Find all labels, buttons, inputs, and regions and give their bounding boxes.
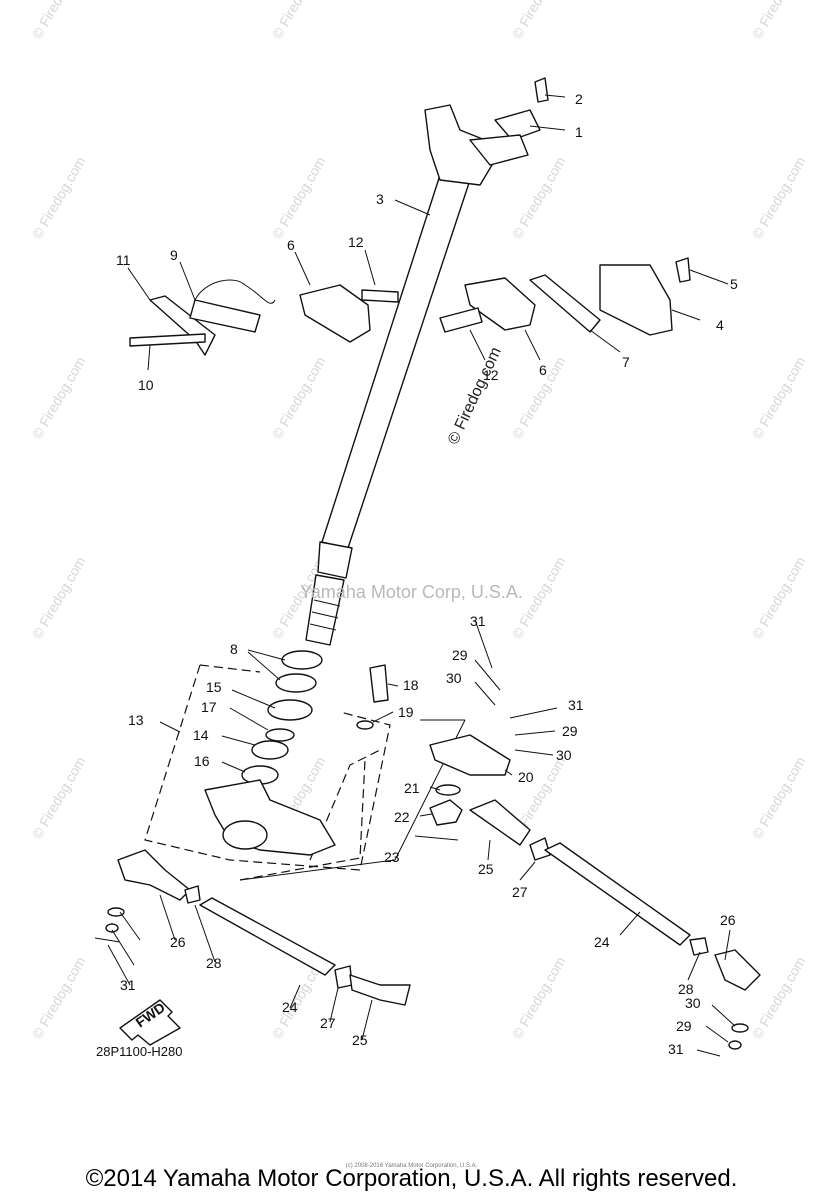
callout-label: 12 xyxy=(483,367,499,383)
callout-label: 13 xyxy=(128,712,144,728)
callout-labels: 1 2 3 4 5 6 6 7 8 9 10 11 12 12 13 14 15… xyxy=(116,91,738,1057)
steering-column xyxy=(305,77,549,646)
callout-label: 24 xyxy=(594,934,610,950)
right-bracket-group xyxy=(439,257,691,336)
watermark-text: © Firedog.com xyxy=(269,354,329,442)
callout-label: 17 xyxy=(201,699,217,715)
callout-label: 24 xyxy=(282,999,298,1015)
tie-rod-right xyxy=(469,799,761,1050)
callout-label: 20 xyxy=(518,769,534,785)
diagram-code: 28P1100-H280 xyxy=(96,1044,183,1059)
callout-label: 29 xyxy=(562,723,578,739)
callout-label: 11 xyxy=(116,252,131,268)
watermark-text: © Firedog.com xyxy=(29,354,89,442)
callout-label: 31 xyxy=(668,1041,684,1057)
callout-label: 19 xyxy=(398,704,414,720)
callout-label: 6 xyxy=(287,237,295,253)
watermark-text: © Firedog.com xyxy=(749,754,809,842)
callout-label: 27 xyxy=(320,1015,336,1031)
watermark-text: © Firedog.com xyxy=(269,154,329,242)
callout-label: 26 xyxy=(720,912,736,928)
callout-label: 29 xyxy=(452,647,468,663)
copyright-notice: ©2014 Yamaha Motor Corporation, U.S.A. A… xyxy=(85,1165,738,1192)
callout-label: 15 xyxy=(206,679,222,695)
callout-label: 2 xyxy=(575,91,583,107)
watermark-text: © Firedog.com xyxy=(749,154,809,242)
callout-label: 26 xyxy=(170,934,186,950)
callout-label: 3 xyxy=(376,191,384,207)
callout-label: 29 xyxy=(676,1018,692,1034)
watermark-text: © Firedog.com xyxy=(269,0,329,41)
callout-label: 31 xyxy=(120,977,136,993)
pitman-arm xyxy=(204,779,336,856)
fwd-arrow: FWD xyxy=(119,999,181,1046)
callout-label: 22 xyxy=(394,809,410,825)
callout-label: 30 xyxy=(446,670,462,686)
left-bracket-group xyxy=(129,279,399,356)
callout-label: 6 xyxy=(539,362,547,378)
watermark-text: © Firedog.com xyxy=(29,954,89,1042)
lever-group xyxy=(356,664,511,841)
watermark-layer: © Firedog.com © Firedog.com © Firedog.com ©… xyxy=(29,0,809,1042)
watermark-text: © Firedog.com xyxy=(29,754,89,842)
watermark-text: © Firedog.com xyxy=(509,154,569,242)
callout-label: 18 xyxy=(403,677,419,693)
callout-label: 21 xyxy=(404,780,420,796)
watermark-text: © Firedog.com xyxy=(29,154,89,242)
callout-label: 9 xyxy=(170,247,178,263)
callout-label: 4 xyxy=(716,317,724,333)
callout-label: 27 xyxy=(512,884,528,900)
callout-label: 8 xyxy=(230,641,238,657)
copyright-small: (c) 2008-2016 Yamaha Motor Corporation, … xyxy=(345,1163,478,1169)
callout-label: 23 xyxy=(384,849,400,865)
callout-label: 12 xyxy=(348,234,364,250)
leader-lines xyxy=(107,94,736,1057)
watermark-text: © Firedog.com xyxy=(509,954,569,1042)
callout-label: 16 xyxy=(194,753,210,769)
callout-label: 28 xyxy=(678,981,694,997)
callout-label: 5 xyxy=(730,276,738,292)
tie-rod-left xyxy=(94,849,411,1006)
callout-label: 30 xyxy=(685,995,701,1011)
callout-label: 28 xyxy=(206,955,222,971)
callout-label: 10 xyxy=(138,377,154,393)
callout-label: 30 xyxy=(556,747,572,763)
center-watermark: Yamaha Motor Corp, U.S.A. xyxy=(300,582,523,602)
callout-label: 31 xyxy=(568,697,584,713)
watermark-text: © Firedog.com xyxy=(29,0,89,41)
watermark-text: © Firedog.com xyxy=(749,954,809,1042)
callout-label: 25 xyxy=(478,861,494,877)
watermark-text: © Firedog.com xyxy=(509,0,569,41)
watermark-text: © Firedog.com xyxy=(749,354,809,442)
watermark-text: © Firedog.com xyxy=(749,0,809,41)
callout-label: 7 xyxy=(622,354,630,370)
callout-label: 14 xyxy=(193,727,209,743)
bearing-group xyxy=(241,650,323,785)
callout-label: 31 xyxy=(470,613,486,629)
callout-label: 25 xyxy=(352,1032,368,1048)
callout-label: 1 xyxy=(575,124,583,140)
